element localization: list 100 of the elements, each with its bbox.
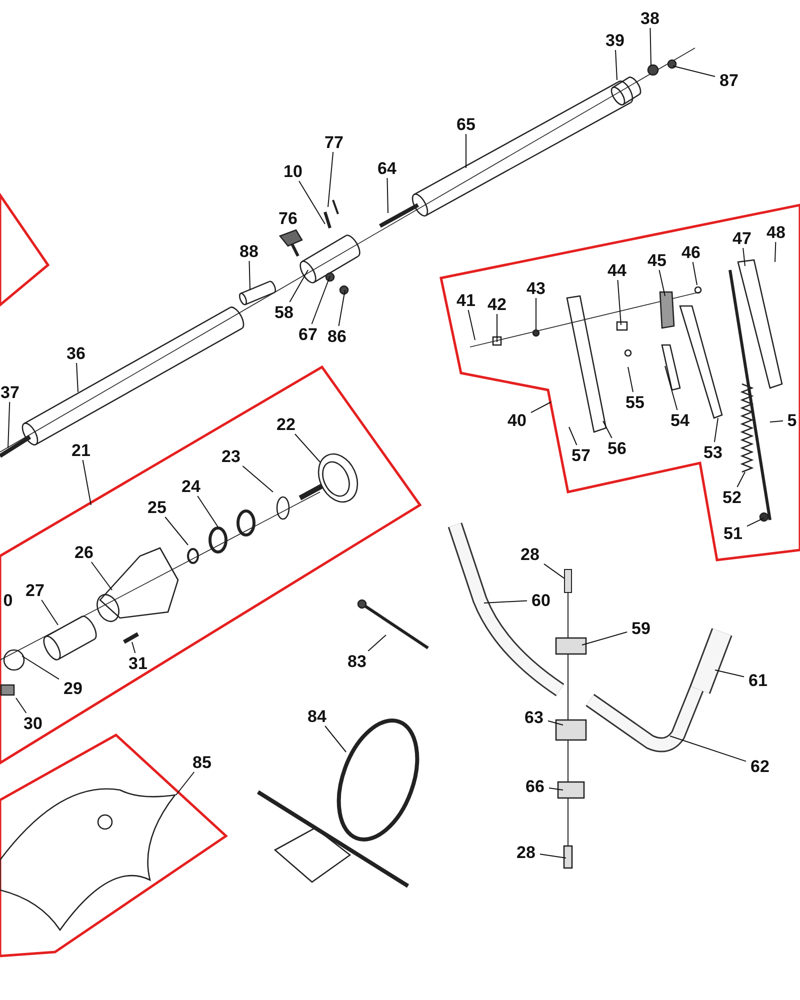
callout-number: 36: [64, 344, 88, 362]
leader-line: [544, 563, 564, 579]
callout-number: 60: [529, 591, 553, 609]
callout-number: 41: [454, 291, 478, 309]
callout-number: 21: [69, 441, 93, 459]
callout-number: 87: [717, 71, 741, 89]
callout-number: 51: [721, 524, 745, 542]
callout-number: 30: [21, 714, 45, 732]
callout-number: 38: [638, 9, 662, 27]
leader-line: [294, 434, 320, 462]
leader-line: [664, 366, 678, 410]
leader-line: [22, 656, 60, 680]
callout-number: 25: [145, 498, 169, 516]
leader-line: [289, 270, 308, 302]
callout-number: 65: [454, 115, 478, 133]
callout-number: 54: [668, 411, 692, 429]
callout-number: 28: [514, 843, 538, 861]
callout-number: 5: [785, 411, 799, 429]
leader-line: [242, 466, 274, 492]
callout-number: 63: [522, 708, 546, 726]
leader-line: [324, 726, 346, 752]
callout-number: 61: [746, 671, 770, 689]
leader-line: [548, 788, 564, 790]
leader-line: [658, 270, 666, 296]
leader-line: [41, 600, 58, 626]
leader-line: [582, 632, 628, 646]
leader-line: [628, 366, 634, 392]
callout-number: 62: [748, 757, 772, 775]
callout-number: 0: [2, 591, 14, 609]
leader-line: [746, 518, 764, 527]
leader-line: [548, 720, 564, 726]
leader-line: [742, 248, 746, 266]
callout-number: 10: [281, 162, 305, 180]
leader-line: [540, 854, 566, 858]
leader-line: [132, 642, 136, 654]
callout-number: 47: [730, 229, 754, 247]
callout-number: 31: [126, 654, 150, 672]
callout-number: 84: [305, 707, 329, 725]
callout-number: 52: [720, 488, 744, 506]
leader-line: [90, 562, 112, 590]
leader-line: [248, 260, 250, 290]
callout-number: 29: [61, 679, 85, 697]
leader-line: [602, 420, 612, 438]
leader-line: [311, 276, 330, 324]
leader-line: [197, 496, 218, 528]
leader-line: [692, 262, 698, 286]
callout-number: 24: [179, 477, 203, 495]
callout-number: 56: [605, 439, 629, 457]
callout-number: 45: [645, 251, 669, 269]
callout-number: 83: [345, 652, 369, 670]
leader-line: [328, 152, 334, 208]
leader-line: [368, 634, 386, 652]
callout-number: 88: [237, 242, 261, 260]
callout-number: 67: [296, 325, 320, 343]
callout-number: 39: [603, 31, 627, 49]
bolt-drawing: [564, 569, 572, 593]
leader-line: [386, 178, 388, 214]
leader-line: [774, 242, 776, 262]
callout-number: 85: [190, 753, 214, 771]
leader-line: [714, 418, 718, 442]
callout-number: 77: [322, 133, 346, 151]
leader-line: [484, 600, 528, 604]
leader-line: [82, 460, 92, 506]
callout-number: 48: [764, 223, 788, 241]
callout-number: 37: [0, 383, 22, 401]
callout-number: 28: [518, 545, 542, 563]
leader-line: [164, 516, 188, 546]
leader-line: [8, 402, 10, 448]
callout-number: 43: [524, 279, 548, 297]
callout-number: 58: [272, 303, 296, 321]
callout-number: 46: [679, 243, 703, 261]
leader-line: [298, 180, 326, 224]
leader-line: [670, 736, 746, 762]
callout-number: 66: [523, 777, 547, 795]
callout-number: 26: [72, 543, 96, 561]
callout-number: 42: [485, 295, 509, 313]
leader-line: [76, 362, 78, 392]
callout-number: 53: [701, 443, 725, 461]
leader-line: [496, 314, 498, 342]
callout-number: 76: [278, 209, 298, 227]
callout-number: 59: [629, 619, 653, 637]
leader-line: [617, 280, 622, 326]
leader-line: [468, 310, 476, 340]
leader-line: [736, 472, 746, 488]
leader-line: [672, 66, 716, 77]
callout-number: 86: [325, 327, 349, 345]
callout-number: 55: [623, 393, 647, 411]
callout-number: 40: [505, 411, 529, 429]
leader-line: [714, 670, 744, 678]
callout-number: 22: [274, 415, 298, 433]
leader-line: [338, 290, 346, 326]
callout-number: 57: [569, 446, 593, 464]
leader-line: [568, 426, 578, 446]
leader-line: [615, 50, 618, 80]
callout-number: 23: [219, 447, 243, 465]
callout-number: 44: [605, 261, 629, 279]
callout-number: 64: [375, 159, 399, 177]
leader-line: [176, 772, 195, 796]
callout-number: 27: [23, 581, 47, 599]
leader-line: [650, 28, 652, 66]
